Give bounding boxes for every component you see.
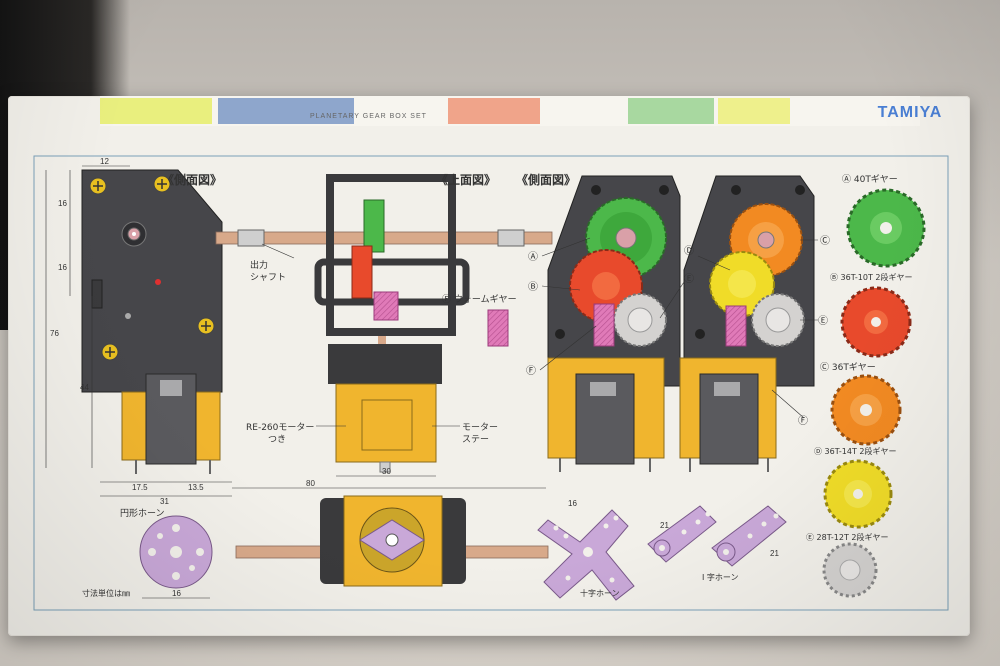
callout-b: Ⓑ: [528, 281, 538, 293]
callout-d: Ⓓ: [684, 245, 694, 257]
strip-block-blue: [218, 98, 354, 124]
legend-label-b: Ⓑ 36T-10T 2段ギヤー: [830, 272, 912, 282]
motor-stay-label-1: モーター: [462, 422, 498, 433]
legend-label-e: Ⓔ 28T-12T 2段ギヤー: [806, 532, 888, 542]
dim-16b: 16: [58, 263, 67, 272]
dim-12: 12: [100, 157, 109, 166]
dim-17-5: 17.5: [132, 483, 148, 492]
strip-block-yellow: [100, 98, 212, 124]
motor-label-2: つき: [268, 434, 286, 445]
worm-gear-label: Ⓕ ウォームギヤー: [442, 294, 517, 305]
side-view-left-label: 《側面図》: [162, 172, 222, 187]
dim-16d: 16: [568, 499, 577, 508]
strip-block-yellow-2: [718, 98, 790, 124]
dim-30: 30: [382, 467, 391, 476]
motor-label-1: RE-260モーター: [246, 422, 314, 433]
output-shaft-label-1: 出力: [250, 259, 268, 271]
brand-logo: TAMIYA: [877, 104, 943, 121]
legend-label-c: Ⓒ 36Tギヤー: [820, 362, 876, 373]
output-shaft-label-2: シャフト: [250, 273, 286, 283]
dim-16c: 16: [172, 589, 181, 598]
middle-dimensions: 80 30: [232, 467, 546, 489]
top-color-strip: PLANETARY GEAR BOX SET: [100, 96, 920, 126]
right-side-view-2: [679, 175, 815, 472]
dim-44: 44: [80, 383, 89, 392]
dim-21b: 21: [770, 549, 779, 558]
dim-21a: 21: [660, 521, 669, 530]
strip-block-white-2: [544, 98, 624, 124]
gear-legend: [822, 188, 926, 598]
callout-e1: Ⓔ: [684, 273, 694, 285]
callout-a: Ⓐ: [528, 251, 538, 263]
dim-13-5: 13.5: [188, 483, 204, 492]
cross-horn: 16: [537, 499, 635, 601]
right-side-view-1: [547, 175, 681, 472]
side-view-right-label: 《側面図》: [516, 172, 576, 187]
cross-horn-label: 十字ホーン: [580, 588, 620, 598]
strip-block-white: [358, 98, 444, 124]
dim-16a: 16: [58, 199, 67, 208]
dim-31: 31: [160, 497, 169, 506]
unit-note: 寸法単位は㎜: [82, 588, 130, 598]
product-name-strip: PLANETARY GEAR BOX SET: [310, 113, 427, 120]
left-dimensions: 12 16 16 76 44 17.5 13.5 31: [45, 157, 232, 506]
i-horn-label: I 字ホーン: [702, 572, 739, 582]
bottom-view: [235, 495, 549, 587]
callout-f1: Ⓕ: [526, 365, 536, 377]
round-horn: 16: [139, 515, 213, 599]
callout-c: Ⓒ: [820, 235, 830, 247]
i-horn-1: 21: [647, 505, 717, 563]
strip-block-green: [628, 98, 714, 124]
top-view: [215, 174, 553, 473]
leader-lines: [261, 237, 818, 427]
callout-f2: Ⓕ: [798, 415, 808, 427]
left-side-view: [81, 169, 223, 474]
callout-e2: Ⓔ: [818, 315, 828, 327]
top-view-label: 《上面図》: [436, 172, 496, 187]
legend-label-a: Ⓐ 40Tギヤー: [842, 174, 898, 185]
motor-stay-label-2: ステー: [462, 434, 489, 445]
dim-76: 76: [50, 329, 59, 338]
diagram-frame: [33, 155, 949, 611]
i-horn-2: 21: [711, 505, 787, 567]
round-horn-label: 円形ホーン: [120, 507, 165, 519]
worm-gear-loose: [487, 309, 509, 347]
legend-label-d: Ⓓ 36T-14T 2段ギヤー: [814, 446, 896, 456]
dim-80: 80: [306, 479, 315, 488]
strip-block-orange: [448, 98, 540, 124]
